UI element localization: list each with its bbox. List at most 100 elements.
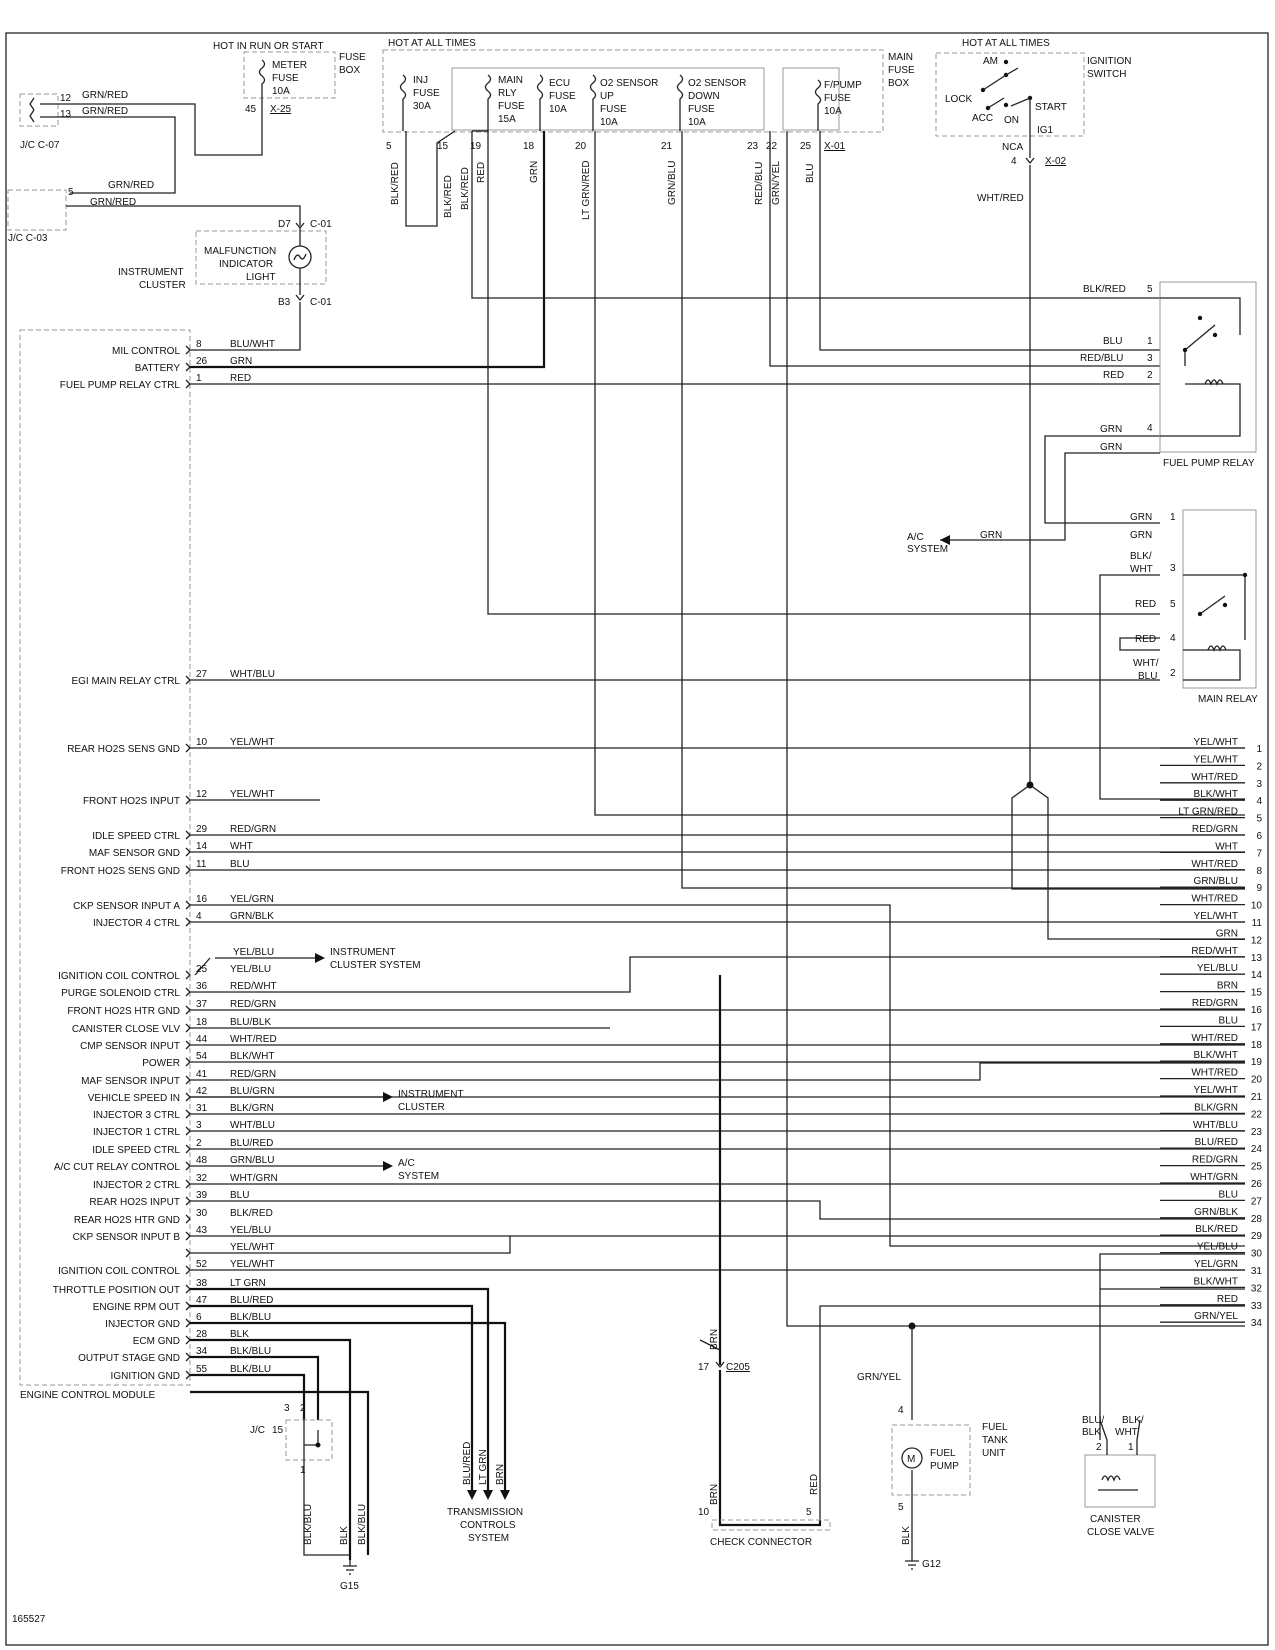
svg-text:O2 SENSOR: O2 SENSOR — [688, 78, 746, 89]
connector-pin-mark — [185, 900, 191, 910]
ecm-pin-number: 47 — [196, 1295, 208, 1306]
svg-text:IGNITION: IGNITION — [1087, 56, 1131, 67]
svg-text:G15: G15 — [340, 1581, 359, 1592]
svg-text:1: 1 — [300, 1465, 306, 1476]
svg-text:PUMP: PUMP — [930, 1461, 959, 1472]
ecm-pin-label: ENGINE RPM OUT — [93, 1302, 180, 1313]
right-wire-color: RED/GRN — [1192, 824, 1238, 835]
svg-text:15: 15 — [437, 141, 449, 152]
svg-text:4: 4 — [1011, 156, 1017, 167]
right-pin-number: 10 — [1251, 901, 1263, 912]
svg-text:10A: 10A — [824, 106, 842, 117]
ecm-wire-color: BLU/RED — [230, 1138, 273, 1149]
svg-text:MAIN RELAY: MAIN RELAY — [1198, 694, 1258, 705]
connector-pin-mark — [185, 1214, 191, 1224]
svg-text:RLY: RLY — [498, 88, 517, 99]
svg-text:4: 4 — [1147, 423, 1153, 434]
ecm-wire-color: RED/GRN — [230, 824, 276, 835]
right-pin-number: 13 — [1251, 953, 1263, 964]
ecm-pin-label: THROTTLE POSITION OUT — [53, 1285, 180, 1296]
diagram-frame — [5, 32, 1269, 1646]
svg-text:BRN: BRN — [709, 1329, 720, 1350]
svg-text:LT GRN: LT GRN — [478, 1449, 489, 1485]
svg-text:CHECK CONNECTOR: CHECK CONNECTOR — [710, 1537, 812, 1548]
svg-text:22: 22 — [766, 141, 778, 152]
right-wire-color: RED/GRN — [1192, 1155, 1238, 1166]
connector-pin-mark — [185, 1092, 191, 1102]
ecm-pin-number: 1 — [196, 373, 202, 384]
ecm-pin-label: POWER — [142, 1058, 180, 1069]
right-wire-color: BLU — [1219, 1189, 1238, 1200]
ground-icon — [905, 1555, 919, 1570]
right-wire-color: BLK/WHT — [1194, 1276, 1238, 1287]
svg-text:5: 5 — [386, 141, 392, 152]
svg-text:J/C: J/C — [250, 1425, 265, 1436]
ecm-pin-number: 37 — [196, 999, 208, 1010]
svg-text:MAIN: MAIN — [498, 75, 523, 86]
ecm-pin-label: EGI MAIN RELAY CTRL — [71, 676, 180, 687]
svg-text:C205: C205 — [726, 1362, 750, 1373]
svg-text:B3: B3 — [278, 297, 291, 308]
malfunction-indicator-light: MALFUNCTION INDICATOR LIGHT INSTRUMENT C… — [118, 219, 332, 351]
right-pin-number: 25 — [1251, 1162, 1263, 1173]
ecm-wire-color: WHT/RED — [230, 1034, 277, 1045]
svg-text:FUSE: FUSE — [888, 65, 915, 76]
svg-text:C-01: C-01 — [310, 297, 332, 308]
ecm-pin-label: CMP SENSOR INPUT — [80, 1041, 180, 1052]
ecm-pin-label: IGNITION COIL CONTROL — [58, 1266, 180, 1277]
ecm-pin-number: 52 — [196, 1259, 208, 1270]
junction-c07: J/C C-07 12 13 GRN/RED GRN/RED — [19, 90, 176, 194]
ecm-wire-color: BLK/BLU — [230, 1312, 271, 1323]
svg-text:BLU/RED: BLU/RED — [462, 1442, 473, 1485]
svg-text:GRN: GRN — [980, 530, 1002, 541]
ecm-wire-color: WHT — [230, 841, 253, 852]
svg-text:RED: RED — [809, 1474, 820, 1495]
ecm-wire-color: BLK/WHT — [230, 1051, 274, 1062]
ecm-wire-color: YEL/WHT — [230, 1259, 274, 1270]
svg-text:IG1: IG1 — [1037, 125, 1054, 136]
ecm-wire-color: RED/GRN — [230, 999, 276, 1010]
right-wire-color: WHT/BLU — [1193, 1120, 1238, 1131]
svg-text:BLU/: BLU/ — [1082, 1415, 1104, 1426]
svg-text:X-02: X-02 — [1045, 156, 1067, 167]
svg-text:FUSE: FUSE — [688, 104, 715, 115]
svg-text:WHT: WHT — [1130, 564, 1153, 575]
svg-text:START: START — [1035, 102, 1067, 113]
ecm-pin-number: 3 — [196, 1120, 202, 1131]
svg-text:3: 3 — [1147, 353, 1153, 364]
right-wire-color: RED/GRN — [1192, 998, 1238, 1009]
ecm-pin-number: 31 — [196, 1103, 208, 1114]
ecm-wire-color: BLU/BLK — [230, 1017, 271, 1028]
svg-text:ACC: ACC — [972, 113, 993, 124]
ecm-wire-color: BLK/RED — [230, 1208, 273, 1219]
right-wire-color: RED/WHT — [1191, 946, 1238, 957]
svg-text:2: 2 — [1147, 370, 1153, 381]
main-fuse-box: HOT AT ALL TIMES MAIN FUSE BOX INJ FUSE … — [382, 38, 915, 220]
svg-text:NCA: NCA — [1002, 142, 1023, 153]
svg-text:10A: 10A — [600, 117, 618, 128]
ecm-pin-number: 29 — [196, 824, 208, 835]
ecm-pin-number: 34 — [196, 1346, 208, 1357]
ecm-pin-number: 39 — [196, 1190, 208, 1201]
right-wire-color: WHT/GRN — [1190, 1172, 1238, 1183]
svg-text:13: 13 — [60, 109, 72, 120]
ecm-pin-label: VEHICLE SPEED IN — [88, 1093, 180, 1104]
fuse-inj: INJ FUSE 30A — [399, 74, 440, 131]
connector-pin-mark — [185, 1109, 191, 1119]
ecm-pin-label: IDLE SPEED CTRL — [92, 1145, 180, 1156]
ecm-pin-number: 41 — [196, 1069, 208, 1080]
svg-text:GRN/RED: GRN/RED — [82, 90, 128, 101]
svg-text:C-01: C-01 — [310, 219, 332, 230]
svg-text:BLK/: BLK/ — [1122, 1415, 1144, 1426]
svg-text:4: 4 — [898, 1405, 904, 1416]
ecm-pin-label: A/C CUT RELAY CONTROL — [54, 1162, 181, 1173]
ecm-wire-color: GRN — [230, 356, 252, 367]
right-wire-color: BLK/GRN — [1194, 1102, 1238, 1113]
svg-text:15: 15 — [272, 1425, 284, 1436]
svg-text:21: 21 — [661, 141, 673, 152]
ecm-wire-color: YEL/WHT — [230, 789, 274, 800]
ecm-pin-number: 55 — [196, 1364, 208, 1375]
connector-pin-mark — [185, 345, 191, 355]
ecm-pin-number: 16 — [196, 894, 208, 905]
